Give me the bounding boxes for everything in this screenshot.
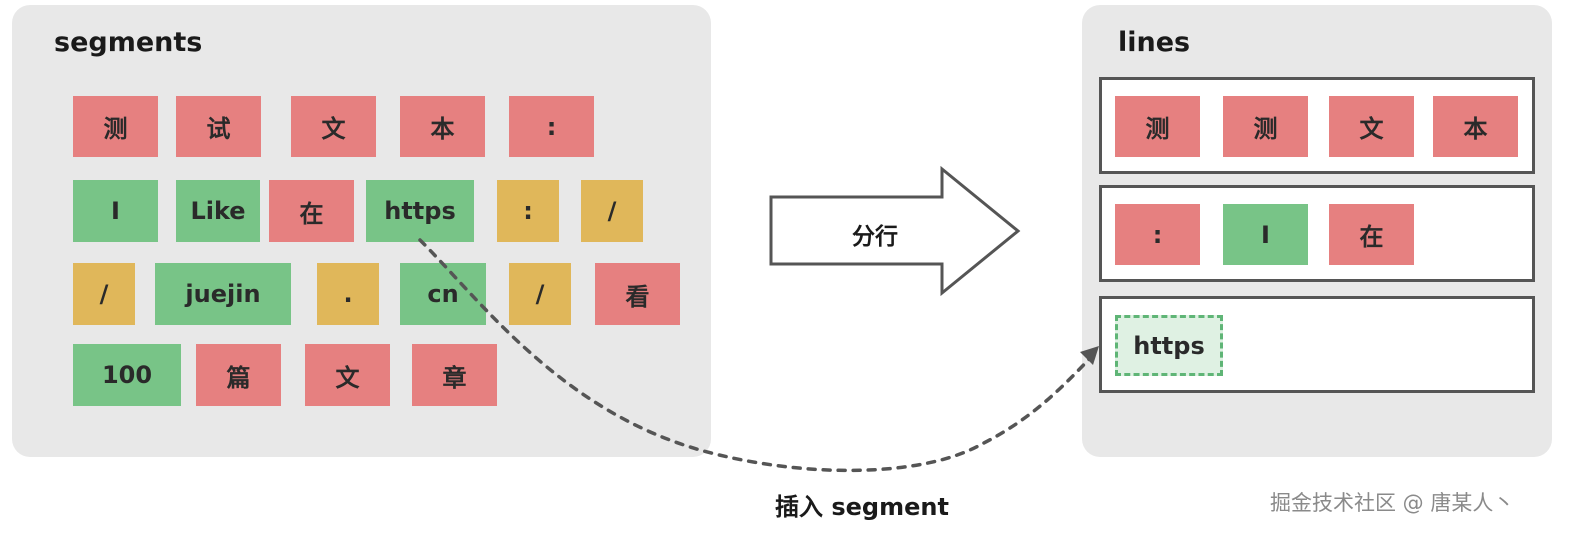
segment: I: [73, 180, 158, 242]
segment: 篇: [196, 344, 281, 406]
segment: /: [581, 180, 643, 242]
segment: .: [317, 263, 379, 325]
watermark: 掘金技术社区 @ 唐某人丶: [1270, 491, 1515, 515]
segment: 测: [73, 96, 158, 157]
lines-title: lines: [1118, 27, 1191, 58]
segment: /: [509, 263, 571, 325]
segment: 100: [73, 344, 181, 406]
line-segment: 在: [1329, 204, 1414, 265]
segment: 在: [269, 180, 354, 242]
line-segment: I: [1223, 204, 1308, 265]
line-segment: 测: [1115, 96, 1200, 157]
line-segment: 本: [1433, 96, 1518, 157]
insert-connector-arrowhead: [1080, 346, 1099, 365]
line-segment: 测: [1223, 96, 1308, 157]
line-segment: 文: [1329, 96, 1414, 157]
connector-label: 插入 segment: [775, 493, 949, 521]
segment: 试: [176, 96, 261, 157]
segment: 文: [291, 96, 376, 157]
segments-title: segments: [54, 27, 203, 58]
segment: :: [497, 180, 559, 242]
line-segment: :: [1115, 204, 1200, 265]
segment: juejin: [155, 263, 291, 325]
split-arrow-label: 分行: [852, 224, 898, 250]
segment: https: [366, 180, 474, 242]
pending-segment: https: [1115, 315, 1223, 376]
segment: 本: [400, 96, 485, 157]
segment: 文: [305, 344, 390, 406]
segment: Like: [176, 180, 260, 242]
segment: :: [509, 96, 594, 157]
segment: /: [73, 263, 135, 325]
split-arrow: [769, 165, 1021, 297]
segment: 看: [595, 263, 680, 325]
insert-connector-line: [418, 238, 1095, 473]
segment: 章: [412, 344, 497, 406]
